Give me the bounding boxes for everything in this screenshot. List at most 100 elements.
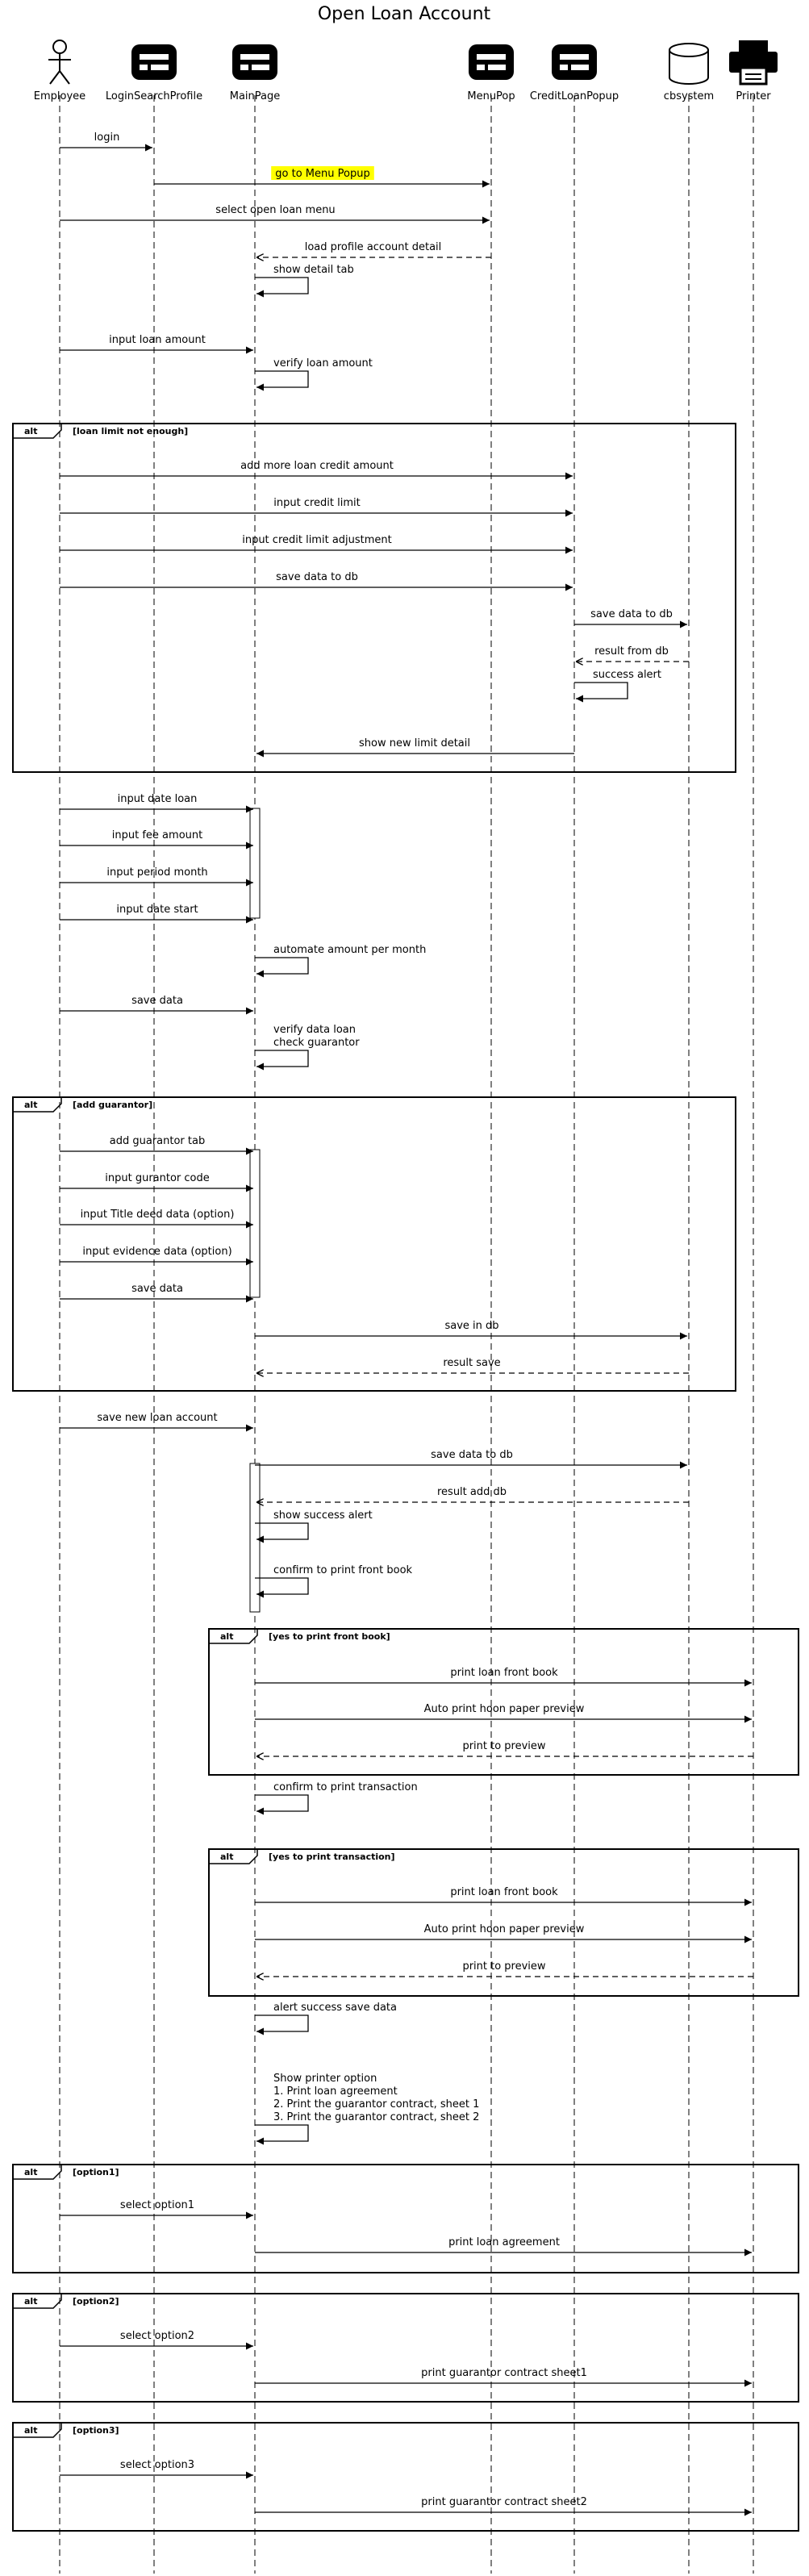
fragment-tab [209, 1629, 258, 1644]
message-label: input evidence data (option) [82, 1246, 231, 1258]
fragment-frame [208, 1848, 799, 1997]
message: Auto print hoon paper preview [255, 1703, 752, 1723]
message-label: save data [131, 1283, 183, 1295]
actor-icon [48, 40, 71, 85]
alt-fragment: alt[option1] [12, 2164, 799, 2273]
message: select option2 [60, 2330, 253, 2350]
message-label: verify loan amount [273, 357, 373, 369]
message: go to Menu Popup [154, 166, 490, 188]
message-label: input date start [116, 904, 198, 916]
self-message-arrow [255, 2014, 309, 2035]
self-message-arrow [255, 957, 309, 978]
message: verify loan amount [255, 357, 373, 391]
message-label: automate amount per month [273, 944, 426, 956]
message: input gurantor code [60, 1172, 253, 1192]
fragment-frame [12, 2164, 799, 2273]
message: load profile account detail [256, 241, 491, 257]
message: input Title deed data (option) [60, 1209, 253, 1229]
message-label: result from db [594, 645, 669, 658]
participant-menu: MenuPop [467, 44, 515, 102]
boundary-icon [552, 44, 597, 80]
message: input credit limit [60, 497, 573, 517]
fragment-kind: alt [220, 1852, 233, 1862]
message: input period month [60, 866, 253, 887]
message-label: alert success save data [273, 2002, 397, 2014]
participant-label: cbsystem [664, 90, 714, 102]
lifelines [59, 95, 754, 2574]
message: result from db [576, 645, 689, 662]
message: automate amount per month [255, 944, 426, 978]
fragment-tab [13, 424, 62, 439]
message: login [60, 132, 152, 152]
participant-credit: CreditLoanPopup [530, 44, 619, 102]
message: select option3 [60, 2459, 253, 2479]
message-label: input gurantor code [105, 1172, 210, 1184]
message: show detail tab [255, 264, 354, 298]
boundary-icon [131, 44, 177, 80]
alt-fragment: alt[yes to print front book] [208, 1628, 799, 1776]
message: print loan front book [255, 1667, 752, 1687]
fragment-kind: alt [24, 2296, 37, 2307]
message: save new loan account [60, 1412, 253, 1432]
message-label: result add db [437, 1486, 507, 1498]
participant-login: LoginSearchProfile [106, 44, 202, 102]
self-message-arrow [255, 2124, 309, 2145]
participant-heads: Employee LoginSearchProfile MainPage MenuPo… [34, 40, 778, 102]
message-label: 3. Print the guarantor contract, sheet 2 [273, 2111, 479, 2123]
alt-fragment: alt[yes to print transaction] [208, 1848, 799, 1997]
message-label: print to preview [462, 1740, 545, 1752]
alt-fragment: alt[option2] [12, 2293, 799, 2403]
message-label: Show printer option [273, 2073, 377, 2085]
participant-main: MainPage [230, 44, 280, 102]
participant-printer: Printer [729, 40, 778, 102]
fragment-frame [12, 2422, 799, 2532]
message-label: Auto print hoon paper preview [424, 1923, 585, 1935]
message-label: input fee amount [112, 829, 202, 841]
message: save data to db [255, 1449, 687, 1469]
fragment-guard: [option3] [73, 2425, 119, 2436]
message-label: save new loan account [97, 1412, 217, 1424]
self-message-arrow [255, 1794, 309, 1815]
message-label: show detail tab [273, 264, 354, 276]
diagram-title: Open Loan Account [318, 4, 491, 24]
message-label: add guarantor tab [110, 1135, 205, 1147]
alt-fragment: alt [option3] [12, 2422, 799, 2532]
message: input credit limit adjustment [60, 534, 573, 554]
message-label: check guarantor [273, 1037, 360, 1049]
fragment-tab [13, 1097, 62, 1113]
alt-fragment: alt[loan limit not enough] [12, 423, 736, 773]
message-label: show success alert [273, 1509, 373, 1522]
message-label: login [94, 132, 120, 144]
message: save data [60, 995, 253, 1015]
message: print loan front book [255, 1886, 752, 1906]
database-icon [669, 43, 709, 85]
message-label: verify data loan [273, 1024, 356, 1036]
alt-fragment: alt [add guarantor] [12, 1096, 736, 1392]
message: show success alert [255, 1509, 373, 1543]
printer-icon [729, 40, 778, 86]
message: show new limit detail [256, 737, 574, 758]
fragment-frame [12, 423, 736, 773]
message-label: select option3 [120, 2459, 194, 2471]
activation-bar [249, 1463, 261, 1613]
participant-cbs: cbsystem [664, 43, 714, 102]
boundary-icon [232, 44, 277, 80]
fragment-kind: alt [24, 2167, 37, 2177]
participant-label: Employee [34, 90, 85, 102]
fragment-kind: alt [24, 1100, 37, 1110]
fragment-kind: alt [220, 1631, 233, 1642]
message-label: 1. Print loan agreement [273, 2085, 398, 2098]
activation-bar [249, 808, 261, 919]
fragment-frame [12, 2293, 799, 2403]
message-label: confirm to print transaction [273, 1781, 418, 1793]
message: Auto print hoon paper preview [255, 1923, 752, 1943]
message-label: save data to db [590, 608, 673, 620]
fragment-kind: alt [24, 2425, 37, 2436]
fragment-guard: [add guarantor] [73, 1100, 152, 1110]
message: input loan amount [60, 334, 253, 354]
message: print to preview [256, 1740, 753, 1756]
message-label: confirm to print front book [273, 1564, 413, 1576]
message: print to preview [256, 1960, 753, 1977]
